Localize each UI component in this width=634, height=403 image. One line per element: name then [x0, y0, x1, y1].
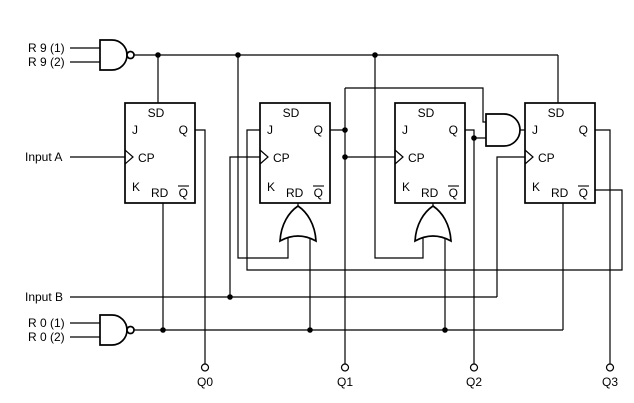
j-label: J — [267, 123, 273, 137]
cp-label: CP — [538, 151, 555, 165]
junction-dot — [342, 154, 348, 160]
cp-label: CP — [408, 151, 425, 165]
j-label: J — [402, 123, 408, 137]
junction-dot — [160, 327, 166, 333]
q0-label: Q0 — [197, 375, 213, 389]
rd-label: RD — [421, 186, 439, 200]
rd-label: RD — [286, 186, 304, 200]
junction-dot — [227, 294, 233, 300]
q1-terminal — [340, 363, 350, 372]
inverter-bubble — [126, 325, 135, 335]
and-body — [485, 113, 521, 147]
junction-dot — [442, 327, 448, 333]
flip-flop-4: SD J Q CP K RD Q — [524, 102, 596, 204]
junction-dot — [471, 135, 477, 141]
clock-wedge-icon — [524, 149, 534, 165]
r0-nand-gate — [99, 314, 135, 346]
nand-body — [99, 39, 128, 71]
j-label: J — [132, 123, 138, 137]
q0-terminal — [200, 363, 210, 372]
qbar-label: Q — [449, 186, 458, 200]
r9-1-label: R 9 (1) — [28, 41, 65, 55]
flip-flop-3: SD J Q CP K RD Q — [394, 102, 466, 204]
j-label: J — [532, 123, 538, 137]
rd-or-gate-1 — [279, 204, 317, 243]
q3-label: Q3 — [602, 375, 618, 389]
q2-label: Q2 — [466, 375, 482, 389]
input-a-label: Input A — [25, 150, 62, 164]
clock-wedge-icon — [124, 149, 134, 165]
qbar-label: Q — [179, 186, 188, 200]
q-label: Q — [449, 123, 458, 137]
qbar-label: Q — [314, 186, 323, 200]
r9-2-label: R 9 (2) — [28, 55, 65, 69]
signal-labels: R 9 (1) R 9 (2) Input A Input B R 0 (1) … — [25, 41, 618, 389]
or-body — [279, 204, 317, 243]
r0-1-label: R 0 (1) — [28, 316, 65, 330]
input-b-label: Input B — [25, 290, 63, 304]
k-label: K — [532, 180, 540, 194]
r0-2-label: R 0 (2) — [28, 330, 65, 344]
sd-label: SD — [418, 106, 435, 120]
rd-label: RD — [151, 186, 169, 200]
sd-label: SD — [148, 106, 165, 120]
clock-wedge-icon — [259, 149, 269, 165]
flip-flop-2: SD J Q CP K RD Q — [259, 102, 331, 204]
or-body — [414, 204, 452, 243]
junction-dot — [155, 52, 161, 58]
q1-label: Q1 — [337, 375, 353, 389]
rd-label: RD — [551, 186, 569, 200]
rd-or-gate-2 — [414, 204, 452, 243]
junction-dot — [342, 127, 348, 133]
q2-terminal — [469, 363, 479, 372]
flip-flop-1: SD J Q CP K RD Q — [124, 102, 196, 204]
junction-dots — [155, 52, 477, 333]
k-label: K — [402, 180, 410, 194]
q-label: Q — [579, 123, 588, 137]
inverter-bubble — [126, 50, 135, 60]
junction-dot — [372, 52, 378, 58]
k-label: K — [132, 180, 140, 194]
cp-label: CP — [273, 151, 290, 165]
q-label: Q — [314, 123, 323, 137]
k-label: K — [267, 180, 275, 194]
wire-layer — [70, 47, 623, 364]
junction-dot — [235, 52, 241, 58]
q3-terminal — [605, 363, 615, 372]
sd-label: SD — [283, 106, 300, 120]
cp-label: CP — [138, 151, 155, 165]
q-label: Q — [179, 123, 188, 137]
output-terminals — [200, 363, 615, 372]
sd-label: SD — [548, 106, 565, 120]
nand-body — [99, 314, 128, 346]
qbar-label: Q — [579, 186, 588, 200]
and-gate — [485, 113, 521, 147]
wires — [70, 47, 623, 364]
clock-wedge-icon — [394, 149, 404, 165]
junction-dot — [307, 327, 313, 333]
r9-nand-gate — [99, 39, 135, 71]
